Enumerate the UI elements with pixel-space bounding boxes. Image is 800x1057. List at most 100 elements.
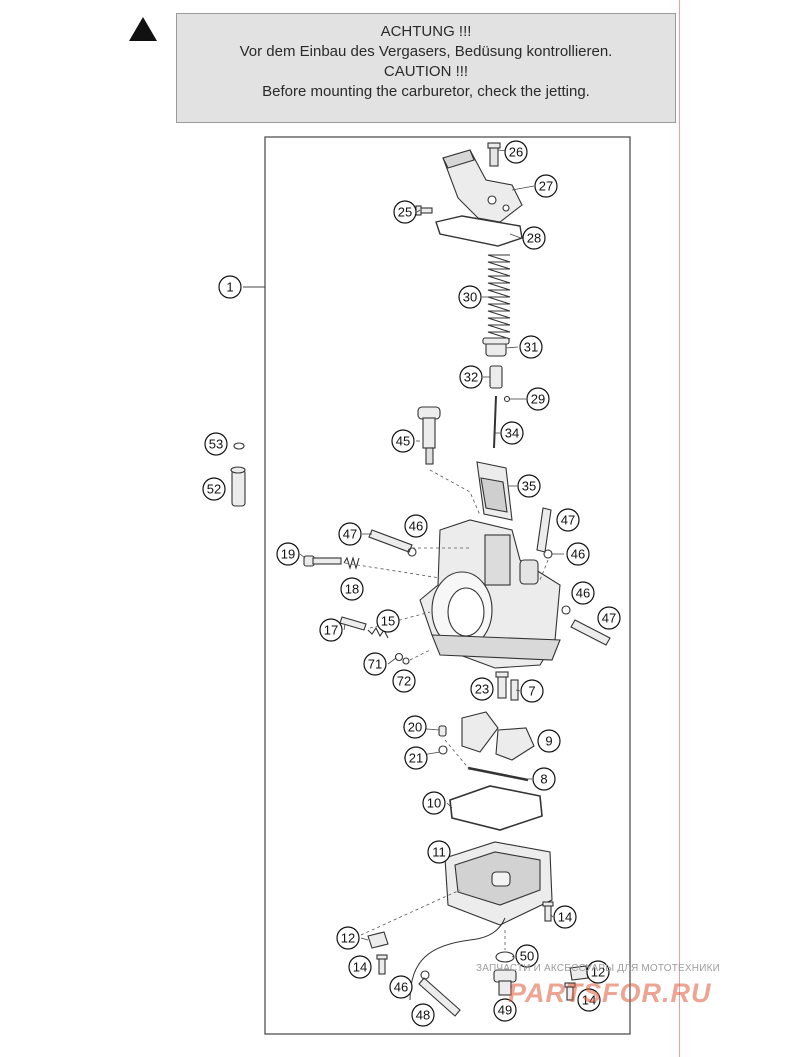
- callout-number: 14: [558, 910, 572, 925]
- float-pin-part: [467, 766, 529, 782]
- hose-47-right-part: [570, 619, 611, 646]
- callout-circle: [534, 174, 558, 198]
- callout-15: 15: [376, 609, 400, 633]
- callout-17: 17: [319, 618, 343, 642]
- callout-circle: [391, 429, 415, 453]
- callout-circle: [348, 955, 372, 979]
- bowl-screw-14-b-part: [376, 954, 388, 975]
- drain-plug-part: [493, 969, 517, 996]
- adjuster-screw-45-part: [417, 406, 441, 465]
- callout-number: 71: [368, 657, 382, 672]
- callout-8: 8: [532, 767, 556, 791]
- callout-circle: [504, 140, 528, 164]
- caution-notice-box: ACHTUNG !!! Vor dem Einbau des Vergasers…: [176, 13, 676, 123]
- spring-seat-part: [482, 337, 510, 357]
- callout-number: 19: [281, 547, 295, 562]
- callout-14: 14: [577, 988, 601, 1012]
- callout-circle: [276, 542, 300, 566]
- callout-circle: [470, 677, 494, 701]
- hose-47-right-top-part: [536, 507, 552, 553]
- callout-46: 46: [566, 542, 590, 566]
- float-bowl-gasket-part: [449, 785, 543, 831]
- callout-circle: [522, 226, 546, 250]
- callout-circle: [517, 474, 541, 498]
- carburetor-body-part: [419, 519, 561, 669]
- callout-number: 12: [341, 931, 355, 946]
- callout-48: 48: [411, 1003, 435, 1027]
- cover-gasket-part: [435, 215, 523, 247]
- callout-21: 21: [404, 746, 428, 770]
- o-ring-50-part: [495, 951, 515, 963]
- float-part: [461, 711, 535, 761]
- callout-circle: [459, 365, 483, 389]
- drain-hose-part: [418, 977, 461, 1017]
- callout-53: 53: [204, 432, 228, 456]
- callout-10: 10: [422, 791, 446, 815]
- callout-circle: [389, 975, 413, 999]
- callout-circle: [532, 767, 556, 791]
- notice-line-german: Vor dem Einbau des Vergasers, Bedüsung k…: [239, 43, 613, 60]
- callout-49: 49: [493, 998, 517, 1022]
- callout-circle: [340, 577, 364, 601]
- callout-number: 31: [524, 340, 538, 355]
- callout-50: 50: [515, 944, 539, 968]
- callout-18: 18: [340, 577, 364, 601]
- callout-number: 48: [416, 1008, 430, 1023]
- callout-circle: [376, 609, 400, 633]
- bracket-12-b-part: [569, 965, 589, 981]
- callout-number: 25: [398, 205, 412, 220]
- callout-number: 17: [324, 623, 338, 638]
- callout-number: 47: [343, 527, 357, 542]
- callout-number: 9: [545, 734, 552, 749]
- callout-7: 7: [520, 679, 544, 703]
- drain-hose-curve: [409, 917, 506, 1001]
- callout-number: 23: [475, 682, 489, 697]
- warning-triangle-icon: [129, 17, 157, 41]
- callout-number: 8: [540, 772, 547, 787]
- callout-leaders: [299, 149, 564, 958]
- callout-31: 31: [519, 335, 543, 359]
- callout-circle: [515, 944, 539, 968]
- callout-72: 72: [392, 669, 416, 693]
- callout-number: 28: [527, 231, 541, 246]
- callout-47: 47: [338, 522, 362, 546]
- bracket-12-a-part: [367, 931, 389, 949]
- callout-20: 20: [403, 715, 427, 739]
- callout-circle: [393, 200, 417, 224]
- callout-circle: [363, 652, 387, 676]
- callout-number: 18: [345, 582, 359, 597]
- notice-line-achtung: ACHTUNG !!!: [380, 23, 472, 40]
- callout-number: 30: [463, 290, 477, 305]
- callout-circle: [586, 960, 610, 984]
- clamp-46-b-part: [543, 549, 553, 559]
- callout-number: 32: [464, 370, 478, 385]
- callout-46: 46: [571, 581, 595, 605]
- callout-46: 46: [404, 514, 428, 538]
- bowl-screw-14-a-part: [542, 901, 554, 922]
- adjust-screw-19-part: [303, 555, 342, 567]
- callout-number: 46: [409, 519, 423, 534]
- callout-number: 52: [207, 482, 221, 497]
- callout-circle: [556, 508, 580, 532]
- callout-number: 47: [602, 611, 616, 626]
- callout-number: 46: [576, 586, 590, 601]
- callout-number: 14: [353, 960, 367, 975]
- callout-number: 27: [539, 179, 553, 194]
- cover-screw-part: [415, 205, 433, 216]
- callout-46: 46: [389, 975, 413, 999]
- assembly-frame: [264, 136, 631, 1035]
- callout-circle: [411, 1003, 435, 1027]
- tube-52-part: [230, 466, 246, 507]
- callout-circle: [493, 998, 517, 1022]
- watermark-tagline: ЗАПЧАСТИ И АКСЕССУАРЫ ДЛЯ МОТОТЕХНИКИ: [476, 963, 721, 974]
- callout-number: 7: [528, 684, 535, 699]
- callout-circle: [319, 618, 343, 642]
- float-bowl-part: [444, 841, 553, 926]
- callout-number: 11: [432, 845, 446, 860]
- callout-number: 46: [571, 547, 585, 562]
- callout-number: 15: [381, 614, 395, 629]
- assembly-lines: [344, 469, 549, 950]
- needle-clip-part: [503, 395, 511, 403]
- callout-circle: [204, 432, 228, 456]
- callout-circle: [404, 746, 428, 770]
